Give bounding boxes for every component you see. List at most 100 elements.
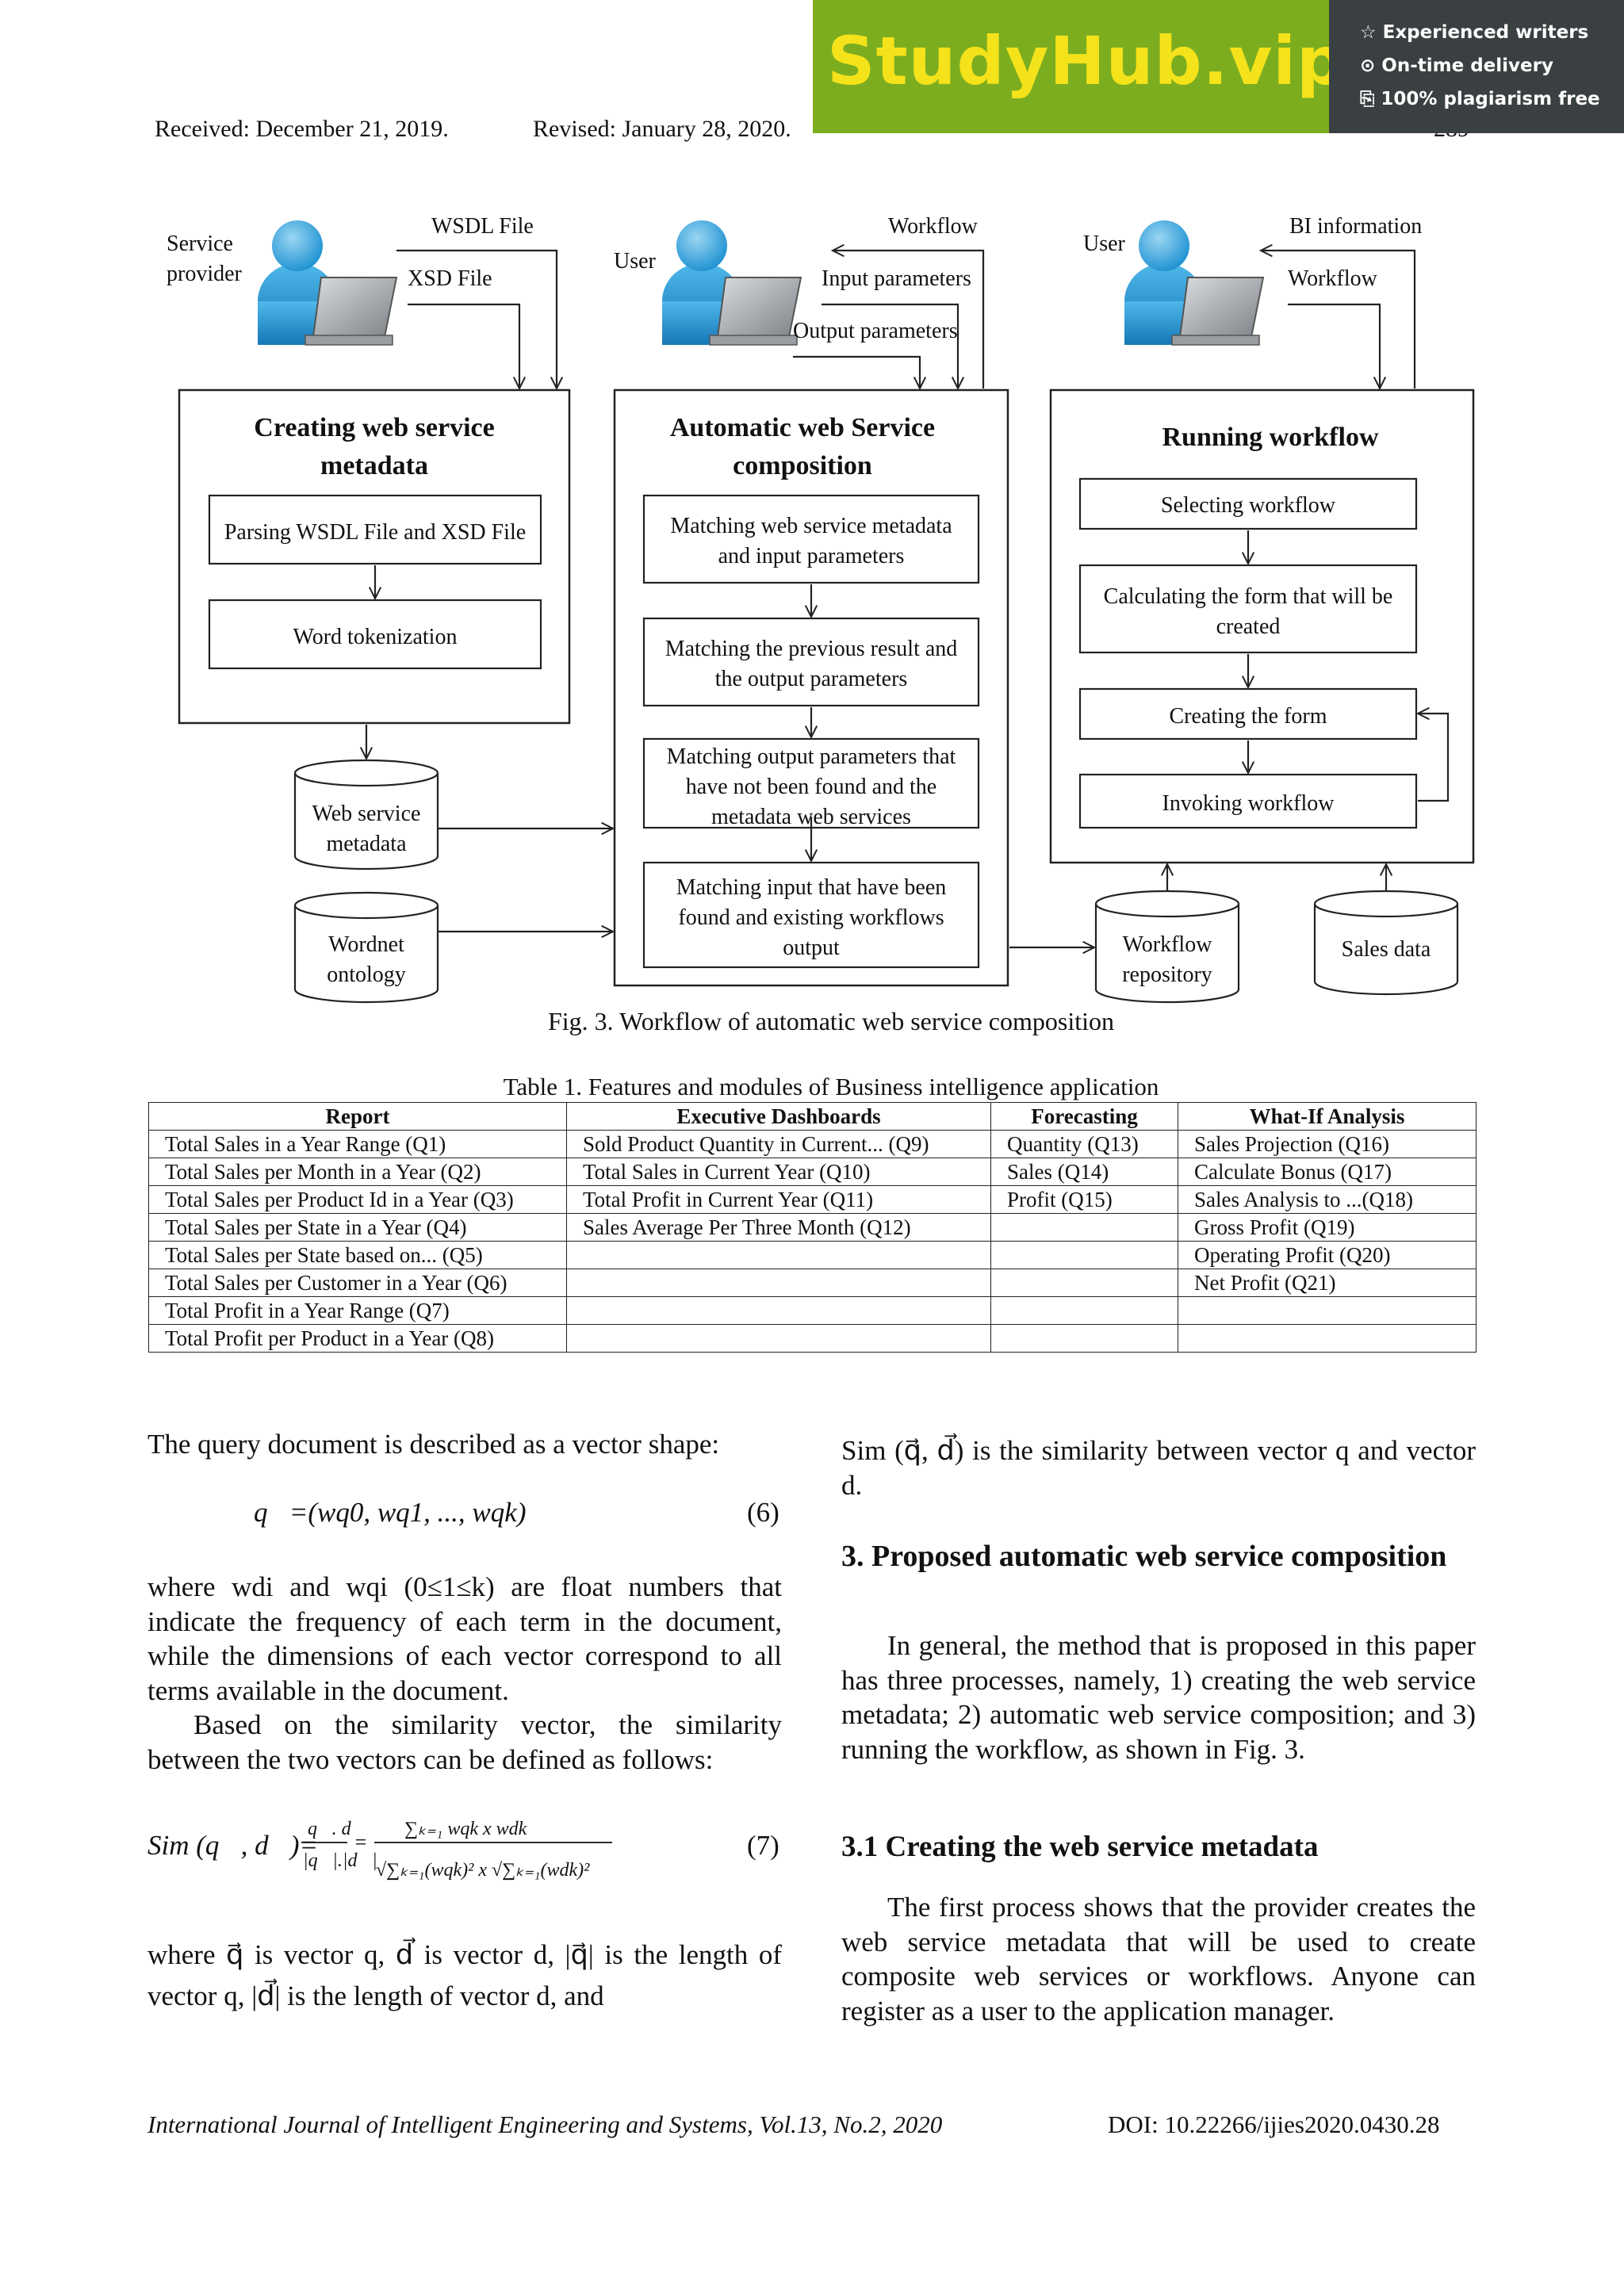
table-row: Total Sales per Customer in a Year (Q6) … <box>148 1269 1477 1297</box>
left-paragraph-3: Based on the similarity vector, the simi… <box>147 1709 782 1775</box>
table-row: Total Sales per State in a Year (Q4) Sal… <box>148 1213 1477 1242</box>
svg-text:q⃗. d⃗: q⃗. d⃗ <box>308 1819 366 1839</box>
table-cell <box>990 1241 1178 1269</box>
svg-text:=: = <box>354 1831 368 1854</box>
section-3-heading: 3. Proposed automatic web service compos… <box>841 1540 1447 1573</box>
table-cell: Total Profit per Product in a Year (Q8) <box>148 1324 567 1353</box>
matching-step-2-line-1: Matching the previous result and <box>665 637 958 661</box>
creating-form-label: Creating the form <box>1169 704 1327 729</box>
matching-step-4-line-3: output <box>783 936 840 960</box>
matching-step-4-line-2: found and existing workflows <box>678 905 944 930</box>
workflow-diagram: Service provider WSDL File XSD File User… <box>167 214 1475 1004</box>
input-workflow-label: Workflow <box>1288 266 1378 291</box>
tokenization-step-box <box>208 599 542 670</box>
table-cell: Sold Product Quantity in Current... (Q9) <box>566 1130 991 1158</box>
received-date: Received: December 21, 2019. <box>155 116 449 142</box>
table-cell <box>990 1324 1178 1353</box>
table-cell <box>566 1296 991 1325</box>
table-cell: Total Sales per Product Id in a Year (Q3… <box>148 1185 567 1214</box>
actor-user-label: User <box>614 249 657 274</box>
equation-6-number: (6) <box>747 1497 779 1528</box>
banner-feature-plagiarism: ⎘ 100% plagiarism free <box>1360 89 1600 109</box>
user-icon-running <box>1124 220 1265 346</box>
wordnet-ontology-store <box>293 891 439 1004</box>
table-cell: Total Profit in Current Year (Q11) <box>566 1185 991 1214</box>
parsing-step-box <box>208 494 542 565</box>
table-cell: Net Profit (Q21) <box>1178 1269 1477 1297</box>
table-cell <box>1178 1296 1477 1325</box>
table-caption: Table 1. Features and modules of Busines… <box>503 1073 1159 1100</box>
table-cell: Sales Analysis to ...(Q18) <box>1178 1185 1477 1214</box>
equation-6: q⃗=(wq0, wq1, ..., wqk) <box>254 1497 527 1528</box>
right-paragraph-3: The first process shows that the provide… <box>841 1892 1476 2026</box>
input-wsdl-label: WSDL File <box>431 214 534 239</box>
table-cell: Total Sales in a Year Range (Q1) <box>148 1130 567 1158</box>
banner-features <box>1329 0 1624 133</box>
running-workflow-box <box>1049 388 1475 864</box>
table-cell <box>566 1324 991 1353</box>
ws-store-line-1: Web service <box>312 802 421 826</box>
selecting-workflow-label: Selecting workflow <box>1161 493 1336 518</box>
table-cell: Sales (Q14) <box>990 1158 1178 1186</box>
revised-date: Revised: January 28, 2020. <box>533 116 791 142</box>
composition-title-1: Automatic web Service <box>670 413 935 442</box>
table-cell <box>990 1213 1178 1242</box>
running-title: Running workflow <box>1162 423 1378 452</box>
creating-title-1: Creating web service <box>254 413 494 442</box>
matching-step-1-line-2: and input parameters <box>718 544 905 568</box>
studyhub-banner[interactable]: StudyHub.vip ☆ Experienced writers ⊙ On-… <box>813 0 1624 133</box>
matching-step-2-line-2: the output parameters <box>715 667 908 691</box>
right-paragraph-1: Sim (q⃗, d⃗) is the similarity between v… <box>841 1435 1476 1501</box>
sales-data-store <box>1313 890 1459 996</box>
figure-caption: Fig. 3. Workflow of automatic web servic… <box>547 1007 1115 1035</box>
parsing-step-label: Parsing WSDL File and XSD File <box>224 520 526 545</box>
table-cell: Gross Profit (Q19) <box>1178 1213 1477 1242</box>
creating-metadata-box <box>178 388 571 725</box>
table-row: Total Sales per Product Id in a Year (Q3… <box>148 1185 1477 1214</box>
banner-logo-area[interactable]: StudyHub.vip <box>813 0 1344 133</box>
input-parameters-label: Input parameters <box>822 266 971 291</box>
matching-step-3-line-2: have not been found and the <box>686 775 936 799</box>
user-icon-composition <box>662 220 802 346</box>
table-cell: Sales Projection (Q16) <box>1178 1130 1477 1158</box>
output-workflow-label: Workflow <box>888 214 979 239</box>
workflow-repo-line-1: Workflow <box>1123 932 1213 957</box>
table-cell: Total Profit in a Year Range (Q7) <box>148 1296 567 1325</box>
input-xsd-label: XSD File <box>408 266 492 291</box>
table-cell: Total Sales per State in a Year (Q4) <box>148 1213 567 1242</box>
banner-feature-delivery: ⊙ On-time delivery <box>1360 55 1553 76</box>
svg-text:∑ₖ₌₁ wqk x wdk: ∑ₖ₌₁ wqk x wdk <box>404 1819 527 1839</box>
calculating-form-line-1: Calculating the form that will be <box>1104 584 1393 609</box>
service-provider-icon <box>258 220 398 346</box>
table-cell: Quantity (Q13) <box>990 1130 1178 1158</box>
left-paragraph-4: where q⃗ is vector q, d⃗ is vector d, |q… <box>147 1939 782 2011</box>
table-cell <box>990 1296 1178 1325</box>
actor-provider-label: provider <box>167 262 243 286</box>
calculating-form-box <box>1078 564 1418 654</box>
doi-footer: DOI: 10.22266/ijies2020.0430.28 <box>1108 2110 1440 2138</box>
wordnet-store-line-1: Wordnet <box>328 932 404 957</box>
table-cell <box>566 1241 991 1269</box>
table-cell: Total Sales in Current Year (Q10) <box>566 1158 991 1186</box>
left-paragraph-2: where wdi and wqi (0≤1≤k) are float numb… <box>147 1571 782 1706</box>
table-cell <box>990 1269 1178 1297</box>
matching-step-4-box <box>642 861 980 969</box>
section-3-1-heading: 3.1 Creating the web service metadata <box>841 1831 1319 1863</box>
selecting-workflow-box <box>1078 477 1418 530</box>
left-paragraph-1: The query document is described as a vec… <box>147 1429 720 1460</box>
ws-store-line-2: metadata <box>326 832 407 856</box>
col-header-forecasting: Forecasting <box>990 1102 1178 1131</box>
journal-footer: International Journal of Intelligent Eng… <box>147 2110 943 2138</box>
sales-store-label: Sales data <box>1342 937 1431 962</box>
creating-title-2: metadata <box>320 451 428 480</box>
svg-text:|q⃗|.|d⃗|: |q⃗|.|d⃗| <box>303 1850 377 1871</box>
col-header-whatif: What-If Analysis <box>1178 1102 1477 1131</box>
table-cell: Total Sales per Month in a Year (Q2) <box>148 1158 567 1186</box>
matching-step-2-box <box>642 617 980 707</box>
table-cell: Total Sales per Customer in a Year (Q6) <box>148 1269 567 1297</box>
table-cell: Operating Profit (Q20) <box>1178 1241 1477 1269</box>
studyhub-logo[interactable]: StudyHub.vip <box>827 22 1346 100</box>
banner-feature-writers: ☆ Experienced writers <box>1360 22 1589 43</box>
features-table: Report Executive Dashboards Forecasting … <box>148 1102 1477 1353</box>
calculating-form-line-2: created <box>1216 614 1281 639</box>
